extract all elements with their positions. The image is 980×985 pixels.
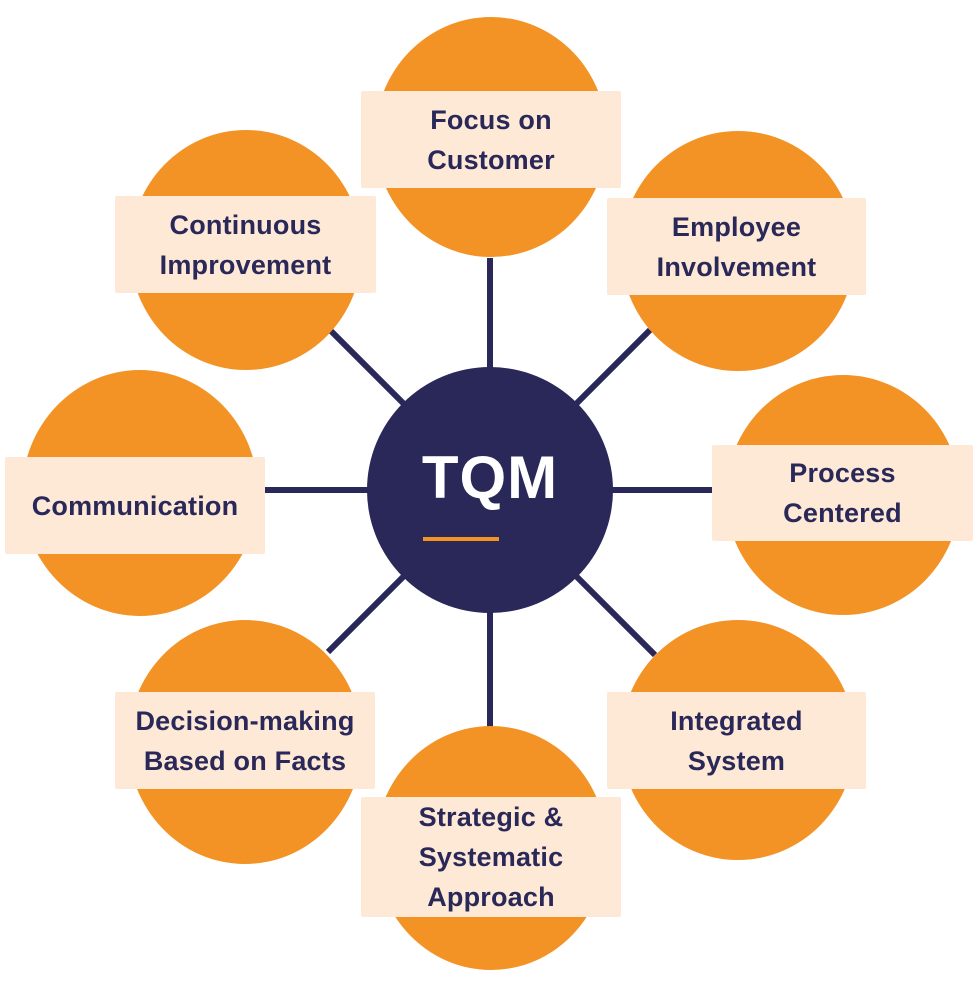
- node-label-decision-making: Decision-making Based on Facts: [115, 692, 375, 789]
- node-label-communication: Communication: [5, 457, 265, 554]
- node-label-employee-involvement: Employee Involvement: [607, 198, 866, 295]
- node-label-continuous-improvement: Continuous Improvement: [115, 196, 376, 293]
- node-label-process-centered: Process Centered: [712, 445, 973, 541]
- node-label-integrated-system: Integrated System: [607, 692, 866, 789]
- node-label-focus-on-customer: Focus on Customer: [361, 91, 621, 188]
- hub-underline: [423, 537, 499, 541]
- tqm-hub: TQM: [367, 367, 613, 613]
- hub-title: TQM: [421, 444, 559, 511]
- node-label-strategic-systematic-approach: Strategic & Systematic Approach: [361, 797, 621, 917]
